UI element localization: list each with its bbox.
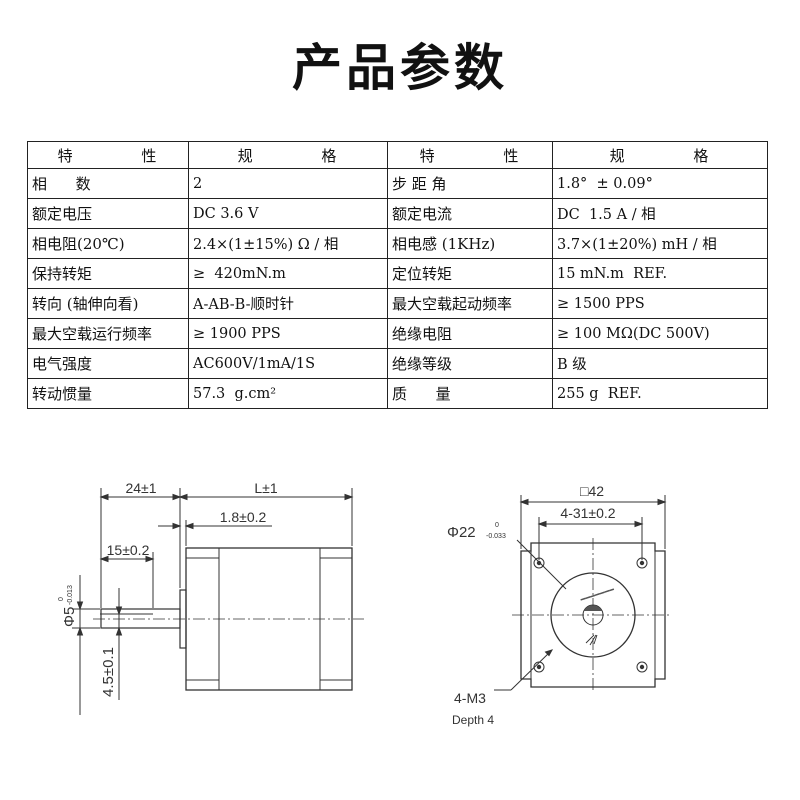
mounting-hole-tl	[533, 557, 545, 569]
front-view-drawing: □42 4-31±0.2 Φ22 0 -0.033 ▬▬▬▬▬▬▬	[447, 483, 672, 727]
mounting-hole-br	[636, 661, 648, 673]
property-value-cell: 255 g REF.	[552, 378, 768, 409]
table-header-text: 特 性	[57, 146, 159, 165]
property-name-cell: 绝缘电阻	[387, 318, 553, 349]
technical-drawings: 24±1 L±1 1.8±0.2 15±0.2 Φ5 0 -0.013 4.5±…	[58, 480, 672, 727]
property-value-cell: ≥ 100 MΩ(DC 500V)	[552, 318, 768, 349]
table-row: 转向 (轴伸向看)A-AB-B-顺时针最大空载起动频率≥ 1500 PPS	[27, 288, 768, 319]
property-name-cell: 转向 (轴伸向看)	[27, 288, 189, 319]
dim-depth-label: Depth 4	[452, 713, 494, 727]
property-value-cell: ≥ 1500 PPS	[552, 288, 768, 319]
mounting-hole-bl	[533, 661, 545, 673]
chamfer-top-r	[319, 548, 352, 559]
property-name-cell: 质 量	[387, 378, 553, 409]
property-value-cell: A-AB-B-顺时针	[188, 288, 388, 319]
property-name-cell: 相 数	[27, 168, 189, 199]
leader-boss	[516, 539, 567, 590]
table-header-row: 特 性规 格特 性规 格	[27, 141, 768, 169]
arrow	[172, 522, 194, 530]
property-value-cell: 3.7×(1±20%) mH / 相	[552, 228, 768, 259]
table-header-cell: 规 格	[188, 141, 388, 169]
property-name-cell: 额定电流	[387, 198, 553, 229]
boss-marking: ▬▬▬▬▬▬▬	[580, 586, 615, 603]
dim-sq-label: □42	[580, 483, 604, 499]
property-value-cell: 15 mN.m REF.	[552, 258, 768, 289]
dim-holes-label: 4-31±0.2	[560, 505, 615, 521]
property-name-cell: 相电阻(20℃)	[27, 228, 189, 259]
page-title: 产品参数	[292, 39, 508, 97]
arrow	[544, 649, 554, 657]
dim-15-label: 15±0.2	[107, 542, 150, 558]
dim-phi5-tol-upper: 0	[58, 597, 65, 601]
property-value-cell: 2	[188, 168, 388, 199]
table-header-cell: 规 格	[552, 141, 768, 169]
table-row: 相电阻(20℃)2.4×(1±15%) Ω / 相相电感 (1KHz)3.7×(…	[27, 228, 768, 259]
property-value-cell: B 级	[552, 348, 768, 379]
dim-1-8-label: 1.8±0.2	[220, 509, 267, 525]
dim-24-label: 24±1	[125, 480, 156, 496]
dim-boss-tol-upper: 0	[495, 522, 499, 529]
arrow	[115, 606, 123, 636]
chamfer-top	[186, 548, 220, 559]
arrow	[99, 493, 182, 501]
property-name-cell: 额定电压	[27, 198, 189, 229]
arrow	[537, 520, 644, 528]
arrow	[178, 493, 354, 501]
property-value-cell: 2.4×(1±15%) Ω / 相	[188, 228, 388, 259]
dim-m3-label: 4-M3	[454, 690, 486, 706]
property-name-cell: 相电感 (1KHz)	[387, 228, 553, 259]
shaft	[100, 608, 181, 629]
chamfer-bottom	[186, 679, 220, 690]
dim-phi5-label: Φ5	[61, 607, 78, 627]
property-value-cell: 1.8° ± 0.09°	[552, 168, 768, 199]
table-header-cell: 特 性	[27, 141, 189, 169]
property-name-cell: 绝缘等级	[387, 348, 553, 379]
dim-phi5-tol-lower: -0.013	[67, 585, 74, 605]
arrow	[76, 601, 84, 636]
property-name-cell: 最大空载运行频率	[27, 318, 189, 349]
table-header-text: 规 格	[237, 146, 339, 165]
mounting-hole-tr	[636, 557, 648, 569]
property-value-cell: DC 1.5 A / 相	[552, 198, 768, 229]
chamfer-bottom-r	[319, 679, 352, 690]
shaft-flat-arc	[584, 605, 602, 611]
side-view-drawing: 24±1 L±1 1.8±0.2 15±0.2 Φ5 0 -0.013 4.5±…	[58, 480, 364, 715]
property-name-cell: 步 距 角	[387, 168, 553, 199]
table-header-text: 特 性	[419, 146, 521, 165]
property-value-cell: ≥ 420mN.m	[188, 258, 388, 289]
dim-boss-tol-lower: -0.033	[486, 533, 506, 540]
dim-boss-label: Φ22	[447, 524, 476, 541]
dim-4-5-label: 4.5±0.1	[100, 647, 117, 697]
leader-m3-b	[510, 649, 553, 691]
shaft-circle	[582, 604, 604, 626]
arrow	[519, 498, 667, 506]
property-name-cell: 最大空载起动频率	[387, 288, 553, 319]
property-value-cell: AC600V/1mA/1S	[188, 348, 388, 379]
property-name-cell: 电气强度	[27, 348, 189, 379]
property-value-cell: 57.3 g.cm²	[188, 378, 388, 409]
property-value-cell: DC 3.6 V	[188, 198, 388, 229]
property-name-cell: 保持转矩	[27, 258, 189, 289]
boss-logo-mark	[585, 634, 598, 646]
arrow	[99, 555, 155, 563]
dim-l-label: L±1	[254, 480, 277, 496]
table-header-text: 规 格	[609, 146, 711, 165]
property-value-cell: ≥ 1900 PPS	[188, 318, 388, 349]
table-header-cell: 特 性	[387, 141, 553, 169]
boss-circle	[550, 572, 636, 658]
property-name-cell: 定位转矩	[387, 258, 553, 289]
property-name-cell: 转动惯量	[27, 378, 189, 409]
